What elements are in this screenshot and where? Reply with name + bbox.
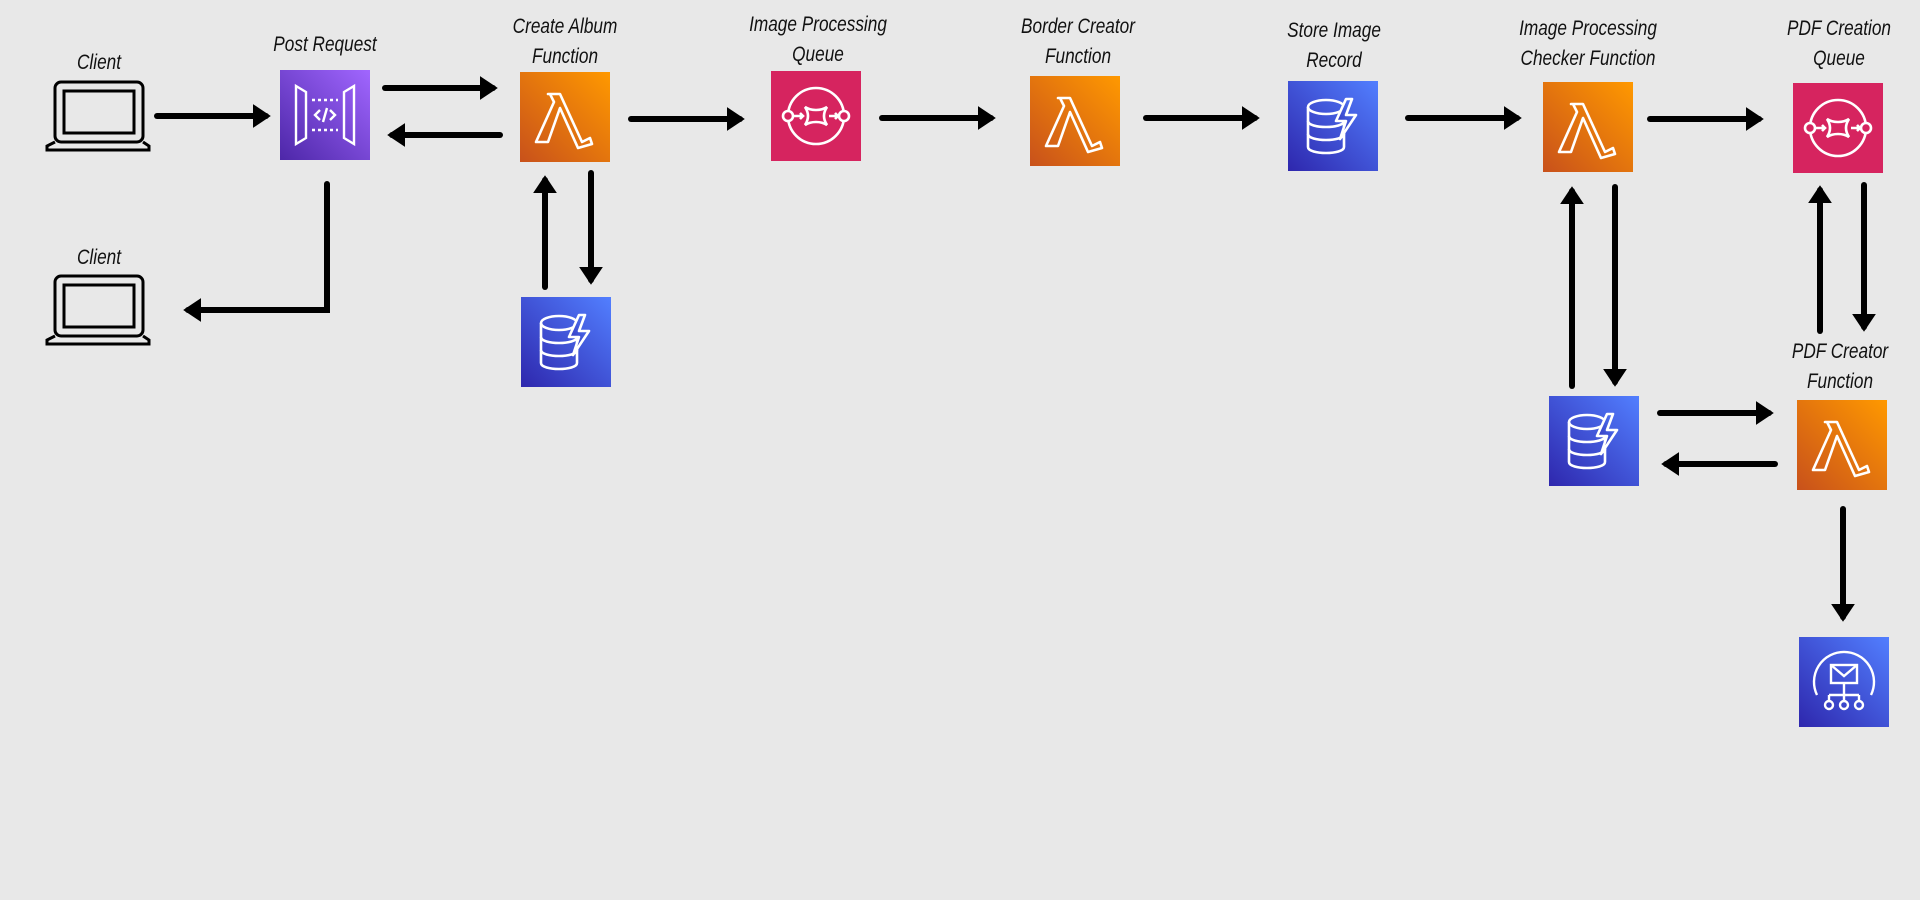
laptop-icon (45, 80, 151, 152)
client-label-top: Client (76, 51, 122, 74)
image-queue-label: Image Processing Queue (749, 13, 887, 66)
client-label-bottom: Client (76, 246, 122, 269)
pdf-queue-label: PDF Creation Queue (1786, 17, 1892, 70)
email-service-icon (1799, 637, 1889, 727)
post-request-label: Post Request (273, 33, 377, 56)
api-gateway-icon (280, 70, 370, 160)
create-album-label: Create Album Function (512, 15, 618, 68)
dynamodb-table-icon (1549, 396, 1639, 486)
store-image-label: Store Image Record (1287, 19, 1381, 72)
lambda-icon (1543, 82, 1633, 172)
laptop-icon (45, 274, 151, 346)
lambda-icon (1030, 76, 1120, 166)
lambda-icon (520, 72, 610, 162)
arrows (154, 76, 1876, 622)
dynamodb-table-icon (1288, 81, 1378, 171)
sqs-queue-icon (771, 71, 861, 161)
dynamodb-table-icon (521, 297, 611, 387)
sqs-queue-icon (1793, 83, 1883, 173)
pdf-creator-label: PDF Creator Function (1791, 340, 1889, 393)
checker-label: Image Processing Checker Function (1519, 17, 1657, 70)
arrow-post-to-client-bottom (183, 181, 330, 322)
border-creator-label: Border Creator Function (1021, 15, 1135, 68)
lambda-icon (1797, 400, 1887, 490)
